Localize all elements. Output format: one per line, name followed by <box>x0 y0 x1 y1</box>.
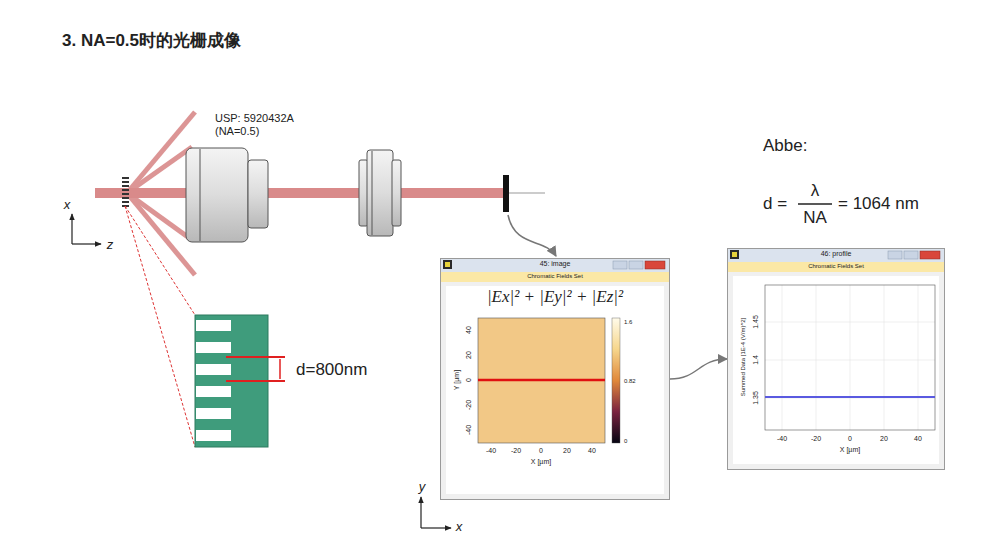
axis-label: x <box>64 198 71 213</box>
window-frame <box>727 248 945 470</box>
tick-label: 1.45 <box>752 315 760 329</box>
tick-label: -20 <box>511 447 521 455</box>
grating-bar <box>196 430 231 441</box>
grid-line <box>782 285 783 430</box>
grating-bar <box>196 408 231 419</box>
heading: 3. NA=0.5时的光栅成像 <box>62 29 241 52</box>
colorbar-label: 1.6 <box>624 319 632 326</box>
grid-line <box>765 360 935 361</box>
axis-label: x <box>456 520 463 535</box>
grating-line <box>122 193 129 195</box>
grating <box>122 177 129 207</box>
tick-label: -40 <box>777 435 787 443</box>
lens <box>359 150 401 236</box>
light-beam <box>95 188 505 198</box>
tick-label: 1.35 <box>752 391 760 405</box>
tick-label: -40 <box>486 447 496 455</box>
objective-lens <box>186 148 268 242</box>
window-title: 45: image <box>441 260 669 267</box>
window-subtitle: Chromatic Fields Set <box>728 263 944 269</box>
grating-line <box>122 185 129 187</box>
leader-arrow <box>508 215 556 256</box>
tick-label: 0 <box>539 447 543 455</box>
grating-bar <box>196 342 231 353</box>
tick-label: 40 <box>914 435 922 443</box>
axis-title: X [µm] <box>840 446 860 454</box>
app-window: 46: profileChromatic Fields Set <box>727 248 945 470</box>
axis-line <box>509 193 545 194</box>
tick-label: 20 <box>880 435 888 443</box>
tick-label: 0 <box>848 435 852 443</box>
window-frame <box>440 258 670 500</box>
part-label: USP: 5920432A (NA=0.5) <box>215 112 315 137</box>
grating-line <box>122 197 129 199</box>
axis-label: z <box>107 238 114 253</box>
formula: NA <box>803 208 827 228</box>
formula: = 1064 nm <box>838 194 919 214</box>
grating-line <box>122 201 129 203</box>
tick-label: 40 <box>465 326 473 334</box>
plot-title: |Ex|² + |Ey|² + |Ez|² <box>441 287 669 307</box>
window-title: 46: profile <box>728 250 944 257</box>
axis-title: Summed Data [1E-4 (V/m)^2] <box>740 318 747 397</box>
grid-line <box>816 285 817 430</box>
zoom-line <box>125 206 195 447</box>
grid-line <box>765 398 935 399</box>
tick-label: 20 <box>563 447 571 455</box>
grid-line <box>850 285 851 430</box>
formula: d = <box>763 194 787 214</box>
grid-line <box>918 285 919 430</box>
grating-line <box>122 181 129 183</box>
dimension: d=800nm <box>296 360 367 380</box>
grating-line <box>122 189 129 191</box>
tick-label: 1.4 <box>752 355 760 365</box>
detector <box>503 175 509 212</box>
grating-line <box>122 177 129 179</box>
tick-label: 20 <box>465 351 473 359</box>
window-subtitle: Chromatic Fields Set <box>441 273 669 279</box>
dimension-line <box>226 357 285 381</box>
grid-line <box>765 322 935 323</box>
tick-label: 40 <box>588 447 596 455</box>
note: Abbe: <box>763 136 807 156</box>
axis-label: y <box>419 480 426 495</box>
tick-label: -20 <box>465 400 473 410</box>
grating-bar <box>196 364 231 375</box>
tick-label: 0 <box>465 378 473 382</box>
connector-arrow <box>670 359 727 379</box>
grating-bar <box>196 386 231 397</box>
fraction-bar <box>798 203 832 204</box>
grating-bar <box>196 320 231 441</box>
tick-label: -20 <box>811 435 821 443</box>
colorbar-label: 0 <box>624 438 627 445</box>
axis-arrow <box>72 214 451 528</box>
colorbar-label: 0.82 <box>624 378 636 385</box>
grid-line <box>884 285 885 430</box>
grating-bar <box>196 320 231 331</box>
axis-title: X [µm] <box>531 458 551 466</box>
tick-label: -40 <box>465 425 473 435</box>
formula: λ <box>811 181 820 201</box>
axis-title: Y [µm] <box>453 370 461 390</box>
